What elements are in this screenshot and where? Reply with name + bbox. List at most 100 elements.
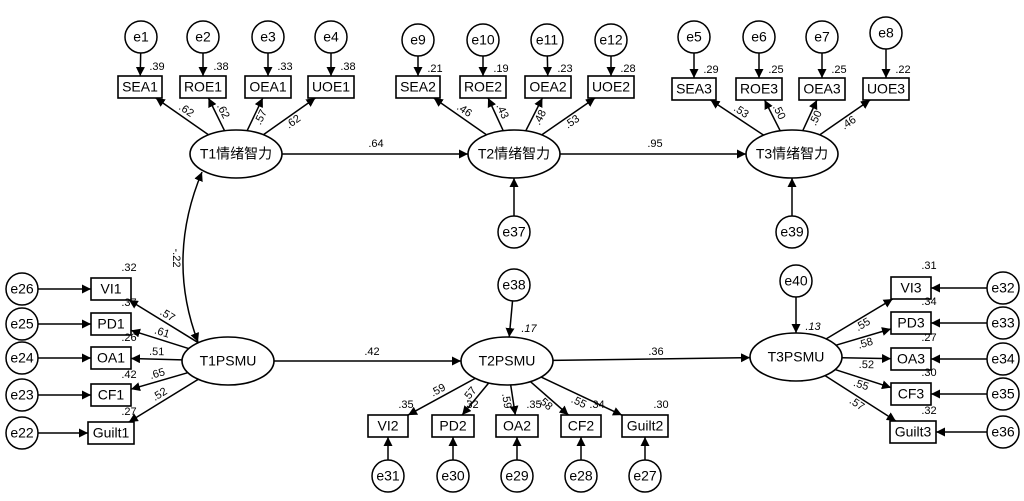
- error-e23[interactable]: [5, 378, 39, 412]
- indicator-oea2[interactable]: [524, 75, 572, 99]
- loading-coef-roe1: .62: [214, 102, 232, 121]
- indicator-r2-oa1: .26: [121, 332, 136, 344]
- indicator-cf1[interactable]: [90, 383, 132, 407]
- indicator-vi3[interactable]: [890, 276, 932, 300]
- error-e22[interactable]: [5, 416, 39, 450]
- error-e38[interactable]: [497, 268, 531, 302]
- indicator-cf2[interactable]: [560, 414, 602, 438]
- error-e29[interactable]: [500, 459, 534, 493]
- loading-arrow-guilt2: [540, 376, 623, 416]
- indicator-label-guilt1: Guilt1: [93, 425, 130, 441]
- indicator-vi2[interactable]: [367, 414, 409, 438]
- indicator-label-oa2: OA2: [503, 418, 531, 434]
- loading-arrow-oa2: [509, 384, 519, 416]
- loading-arrow-roe2: [487, 97, 504, 131]
- indicator-label-roe2: ROE2: [464, 79, 502, 95]
- error-label-e23: e23: [10, 387, 34, 403]
- indicator-pd3[interactable]: [890, 311, 932, 335]
- loading-arrow-oea1: [246, 97, 264, 132]
- indicator-r2-vi1: .32: [121, 262, 136, 274]
- latent-t3p[interactable]: [749, 332, 843, 382]
- indicator-uoe2[interactable]: [587, 75, 635, 99]
- indicator-vi1[interactable]: [90, 277, 132, 301]
- indicator-sea2[interactable]: [395, 75, 441, 99]
- indicator-oa3[interactable]: [890, 347, 932, 371]
- indicator-r2-roe1: .38: [213, 61, 228, 73]
- loading-coef-roe3: .50: [770, 103, 788, 122]
- indicator-cf3[interactable]: [890, 382, 932, 406]
- error-e33[interactable]: [986, 306, 1020, 340]
- indicator-label-oea3: OEA3: [803, 81, 841, 97]
- indicator-sea3[interactable]: [671, 77, 717, 101]
- error-e25[interactable]: [5, 307, 39, 341]
- error-e27[interactable]: [628, 459, 662, 493]
- indicator-roe1[interactable]: [179, 75, 227, 99]
- latent-t2ei[interactable]: [467, 129, 561, 179]
- error-label-e2: e2: [195, 29, 211, 45]
- error-e40[interactable]: [779, 264, 813, 298]
- error-e8[interactable]: [869, 16, 903, 50]
- error-e37[interactable]: [497, 215, 531, 249]
- indicator-r2-oa3: .27: [921, 332, 936, 344]
- indicator-roe3[interactable]: [735, 77, 783, 101]
- error-e5[interactable]: [677, 20, 711, 54]
- indicator-oea1[interactable]: [244, 75, 292, 99]
- indicator-uoe3[interactable]: [862, 77, 910, 101]
- error-e32[interactable]: [986, 271, 1020, 305]
- loading-coef-vi3: .55: [853, 316, 872, 334]
- loading-coef-sea2: .46: [454, 101, 473, 120]
- error-e4[interactable]: [314, 20, 348, 54]
- indicator-roe2[interactable]: [459, 75, 507, 99]
- error-e34[interactable]: [986, 342, 1020, 376]
- error-label-e1: e1: [133, 29, 149, 45]
- indicator-guilt2[interactable]: [621, 414, 669, 438]
- indicator-r2-cf3: .30: [921, 367, 936, 379]
- indicator-r2-uoe1: .38: [340, 61, 355, 73]
- indicator-pd1[interactable]: [90, 312, 132, 336]
- error-e11[interactable]: [530, 23, 564, 57]
- error-e7[interactable]: [805, 20, 839, 54]
- path-coef-t2ei-t3ei: .95: [647, 138, 662, 150]
- error-e1[interactable]: [124, 20, 158, 54]
- loading-coef-uoe3: .46: [839, 114, 858, 133]
- indicator-label-uoe3: UOE3: [867, 81, 905, 97]
- latent-t3ei[interactable]: [745, 129, 839, 179]
- error-e6[interactable]: [742, 20, 776, 54]
- error-e35[interactable]: [986, 377, 1020, 411]
- loading-arrow-uoe3: [819, 99, 871, 136]
- error-e12[interactable]: [594, 23, 628, 57]
- indicator-guilt3[interactable]: [889, 420, 937, 444]
- indicator-oa2[interactable]: [495, 414, 539, 438]
- error-e39[interactable]: [775, 215, 809, 249]
- indicator-pd2[interactable]: [431, 414, 475, 438]
- indicator-uoe1[interactable]: [307, 75, 355, 99]
- latent-t2p[interactable]: [460, 336, 554, 386]
- nodes-layer: [5, 16, 1020, 493]
- error-e24[interactable]: [5, 341, 39, 375]
- indicator-label-roe1: ROE1: [184, 79, 222, 95]
- indicator-oea3[interactable]: [798, 77, 846, 101]
- error-e28[interactable]: [564, 459, 598, 493]
- indicator-label-oa1: OA1: [97, 350, 125, 366]
- error-e10[interactable]: [466, 23, 500, 57]
- indicator-oa1[interactable]: [90, 346, 132, 370]
- error-label-e24: e24: [10, 350, 34, 366]
- indicator-guilt1[interactable]: [87, 421, 135, 445]
- error-e30[interactable]: [436, 459, 470, 493]
- latent-t1p[interactable]: [181, 336, 275, 386]
- error-label-e11: e11: [536, 32, 559, 48]
- indicator-label-vi1: VI1: [100, 281, 121, 297]
- error-e9[interactable]: [401, 23, 435, 57]
- latent-t1ei[interactable]: [189, 129, 283, 179]
- indicator-label-cf2: CF2: [568, 418, 595, 434]
- error-e31[interactable]: [371, 459, 405, 493]
- loading-coef-oea2: .48: [531, 108, 549, 127]
- indicator-sea1[interactable]: [117, 75, 163, 99]
- error-e3[interactable]: [251, 20, 285, 54]
- error-label-e3: e3: [260, 29, 276, 45]
- error-e2[interactable]: [186, 20, 220, 54]
- path-coef-t1ei-t2ei: .64: [368, 138, 383, 150]
- loading-arrow-oea3: [802, 99, 818, 131]
- error-e26[interactable]: [5, 272, 39, 306]
- error-e36[interactable]: [986, 415, 1020, 449]
